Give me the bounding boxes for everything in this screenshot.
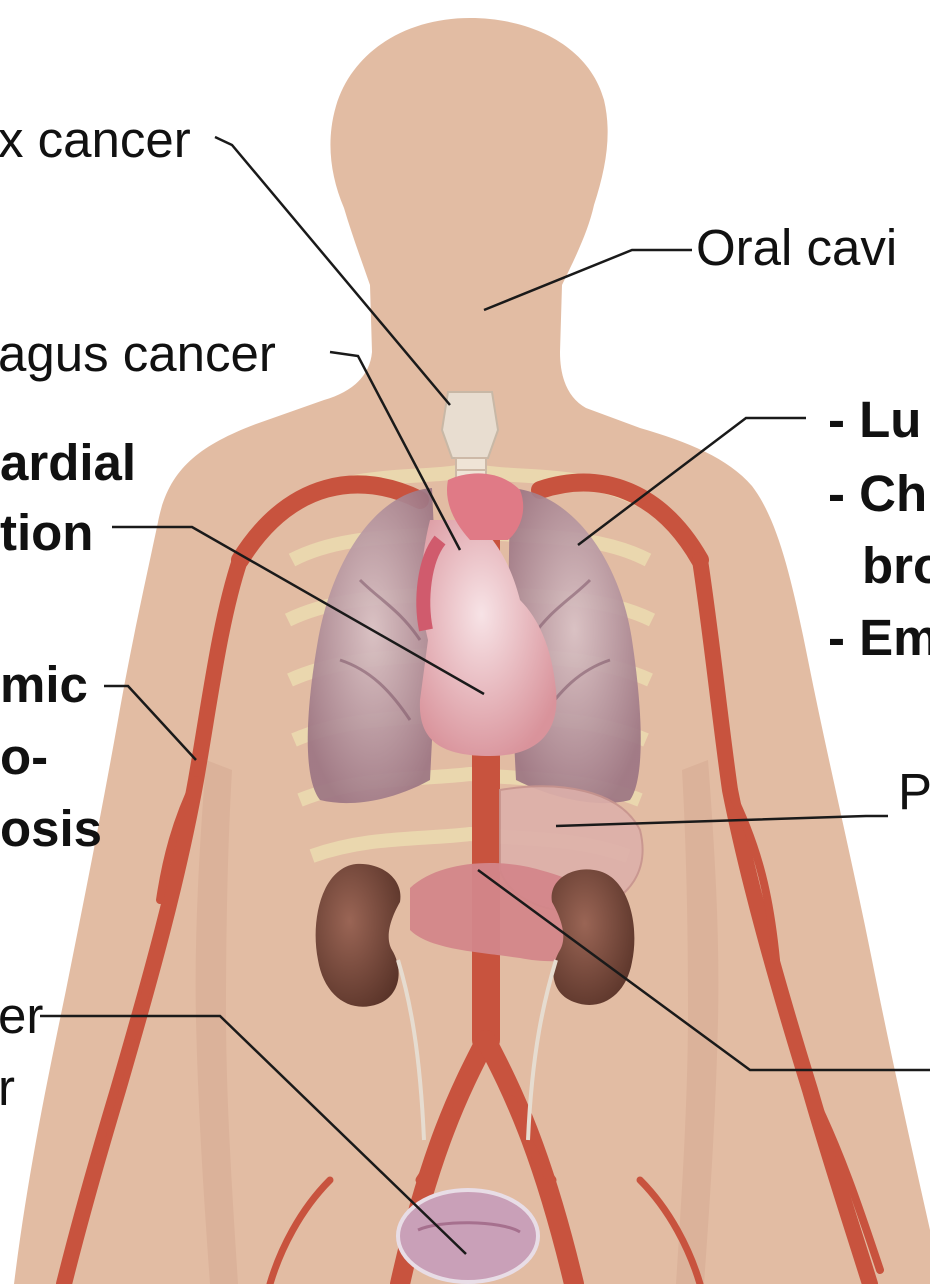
label-myocardial-line1: ardial (0, 437, 136, 488)
label-atheroma-line1: mic (0, 659, 88, 710)
kidney-icon-right (552, 869, 635, 1005)
label-oral-cavity: Oral cavi (696, 222, 897, 273)
label-bladder-line2: r (0, 1062, 15, 1113)
label-lung-line3: bro (862, 540, 930, 591)
label-esophagus-cancer: agus cancer (0, 328, 276, 379)
label-bladder-line1: er (0, 990, 43, 1041)
label-myocardial-line2: tion (0, 507, 93, 558)
kidney-icon (316, 864, 401, 1007)
label-pancreas: P (898, 766, 930, 817)
label-atheroma-line2: o- (0, 731, 48, 782)
label-lung-line2: - Ch (828, 468, 927, 519)
label-larynx-cancer: x cancer (0, 114, 191, 165)
bladder-icon (398, 1190, 538, 1282)
label-atheroma-line3: osis (0, 803, 102, 854)
label-lung-line4: - Em (828, 612, 930, 663)
label-lung-line1: - Lu (828, 394, 921, 445)
